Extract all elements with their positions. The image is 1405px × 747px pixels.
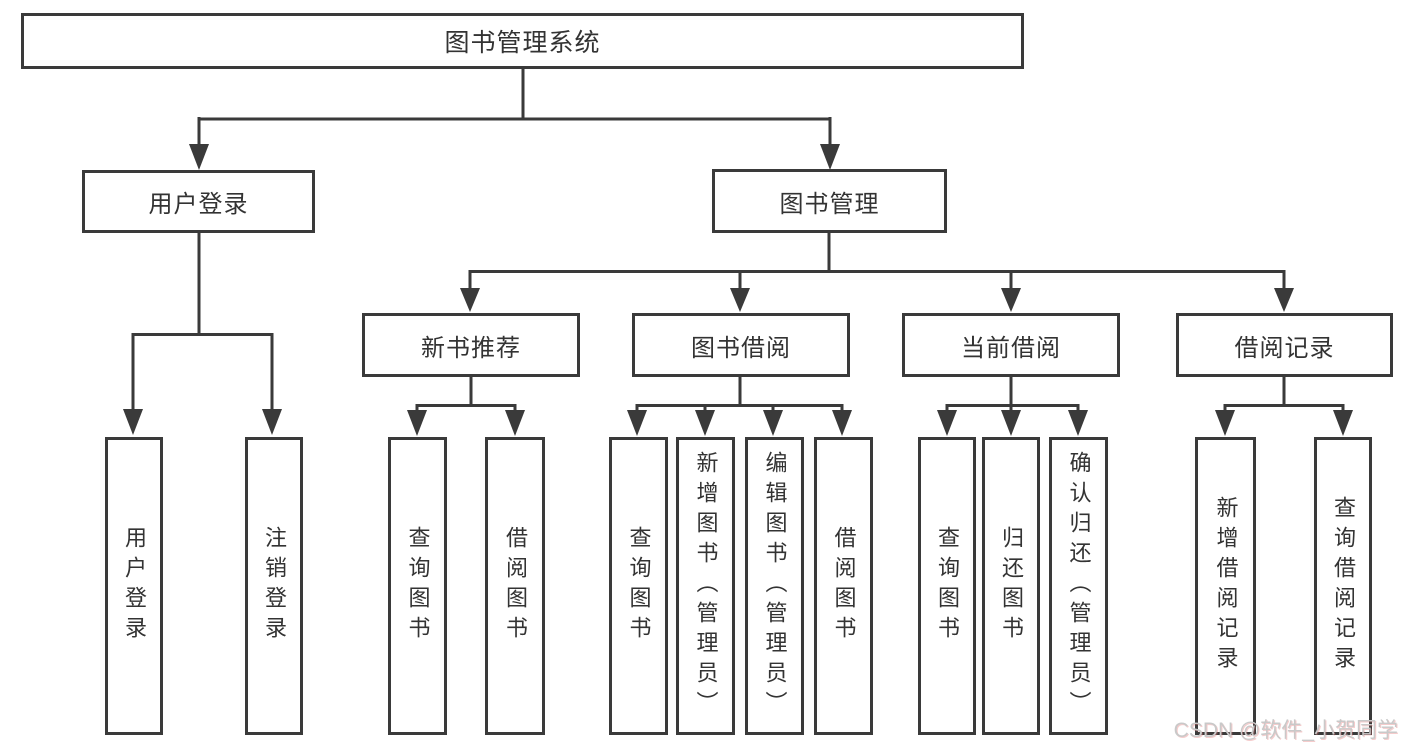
leaf-nb-borrow-books: 借阅图书 — [485, 437, 545, 735]
leaf-user-login-label: 用户登录 — [122, 526, 147, 646]
leaf-nb-query-books: 查询图书 — [388, 437, 447, 735]
leaf-br-query-record: 查询借阅记录 — [1314, 437, 1372, 735]
node-new-book-recommend-label: 新书推荐 — [421, 334, 521, 362]
leaf-br-add-record-label: 新增借阅记录 — [1213, 496, 1239, 676]
leaf-bb-edit-books-admin-label: 编辑图书（管理员） — [762, 451, 788, 721]
node-book-borrowing-label: 图书借阅 — [691, 334, 791, 362]
leaf-bb-borrow-books: 借阅图书 — [814, 437, 873, 735]
connector-current-borrow-to-leaves — [937, 377, 1088, 436]
node-book-management: 图书管理 — [712, 169, 947, 233]
connector-new-book-to-leaves — [407, 377, 525, 436]
node-root-label: 图书管理系统 — [444, 29, 601, 57]
leaf-bb-borrow-books-label: 借阅图书 — [831, 526, 857, 646]
leaf-logout-label: 注销登录 — [262, 526, 287, 646]
node-user-login: 用户登录 — [82, 170, 315, 233]
leaf-logout: 注销登录 — [245, 437, 303, 735]
node-current-borrowing: 当前借阅 — [902, 313, 1120, 377]
connector-book-borrow-to-leaves — [627, 377, 852, 436]
leaf-cb-return-books: 归还图书 — [982, 437, 1040, 735]
connector-borrow-records-to-leaves — [1215, 377, 1353, 436]
leaf-bb-add-books-admin: 新增图书（管理员） — [676, 437, 735, 735]
leaf-cb-confirm-return-admin-label: 确认归还（管理员） — [1066, 451, 1092, 721]
connector-root-to-level2 — [189, 69, 840, 170]
leaf-br-add-record: 新增借阅记录 — [1195, 437, 1256, 735]
connector-user-login-to-leaves — [123, 233, 282, 435]
leaf-nb-borrow-books-label: 借阅图书 — [503, 526, 528, 646]
node-borrow-records: 借阅记录 — [1176, 313, 1393, 377]
leaf-nb-query-books-label: 查询图书 — [405, 526, 431, 646]
node-user-login-label: 用户登录 — [148, 191, 249, 218]
leaf-cb-return-books-label: 归还图书 — [999, 526, 1024, 646]
node-book-management-label: 图书管理 — [779, 190, 880, 218]
leaf-bb-edit-books-admin: 编辑图书（管理员） — [745, 437, 804, 735]
node-current-borrowing-label: 当前借阅 — [961, 334, 1061, 362]
leaf-bb-query-books: 查询图书 — [609, 437, 668, 735]
leaf-user-login: 用户登录 — [105, 437, 163, 735]
node-borrow-records-label: 借阅记录 — [1234, 334, 1335, 362]
leaf-cb-query-books: 查询图书 — [918, 437, 976, 735]
leaf-bb-add-books-admin-label: 新增图书（管理员） — [693, 451, 719, 721]
node-book-borrowing: 图书借阅 — [632, 313, 850, 377]
node-root-system: 图书管理系统 — [21, 13, 1024, 69]
csdn-watermark: CSDN @软件_小贺同学 — [1173, 719, 1398, 742]
leaf-cb-confirm-return-admin: 确认归还（管理员） — [1049, 437, 1108, 735]
leaf-cb-query-books-label: 查询图书 — [935, 526, 960, 646]
leaf-bb-query-books-label: 查询图书 — [626, 526, 652, 646]
connector-book-mgmt-to-level3 — [460, 233, 1294, 312]
leaf-br-query-record-label: 查询借阅记录 — [1331, 496, 1356, 676]
node-new-book-recommend: 新书推荐 — [362, 313, 580, 377]
